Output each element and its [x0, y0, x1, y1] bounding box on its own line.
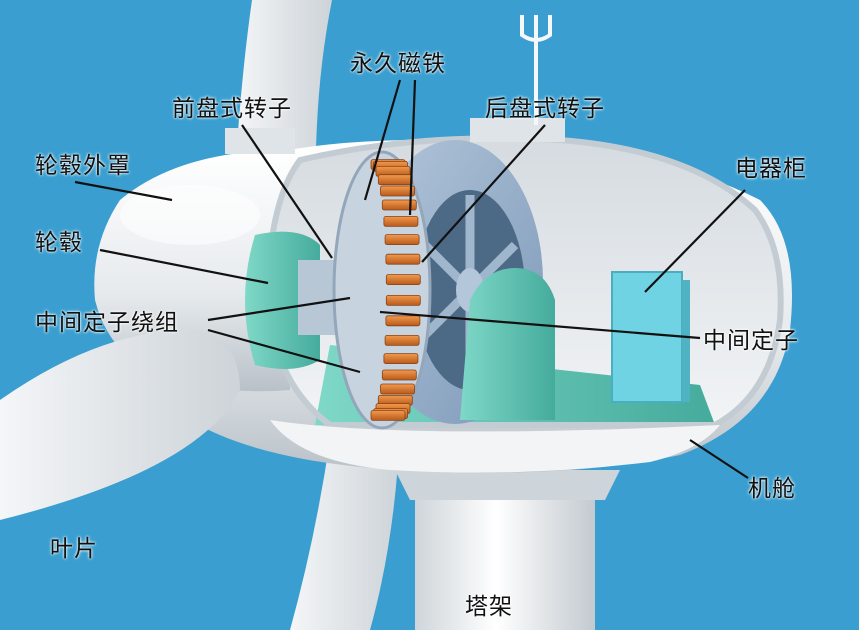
- cutaway-rim: [265, 135, 784, 428]
- winding-coil: [380, 185, 415, 197]
- hub-cover-highlight: [120, 185, 260, 245]
- label-permanent-magnet: 永久磁铁: [350, 51, 446, 77]
- winding-coil: [385, 253, 421, 265]
- winding-coil: [385, 274, 421, 286]
- electrical-cabinet-side: [682, 280, 690, 402]
- winding-coil: [383, 215, 419, 227]
- winding-coil: [383, 353, 419, 365]
- lower-left-blade: [0, 330, 240, 520]
- label-tower: 塔架: [465, 594, 513, 620]
- winding-coil: [370, 409, 406, 421]
- label-hub: 轮毂: [35, 230, 83, 256]
- winding-coil: [381, 199, 417, 211]
- winding-coil: [385, 294, 421, 306]
- label-electrical-cabinet: 电器柜: [735, 156, 807, 182]
- label-blade: 叶片: [50, 536, 98, 562]
- anemometer: [520, 15, 552, 125]
- winding-coil: [381, 369, 417, 381]
- label-hub-cover: 轮毂外罩: [35, 153, 131, 179]
- stator-windings: [370, 159, 421, 421]
- winding-coil: [380, 383, 415, 395]
- tower-collar: [395, 470, 620, 500]
- label-rear-disc-rotor: 后盘式转子: [485, 96, 605, 122]
- electrical-cabinet: [611, 271, 683, 403]
- callout-lines: [74, 79, 749, 479]
- label-nacelle: 机舱: [748, 476, 796, 502]
- lower-right-blade: [290, 430, 400, 630]
- roof-block: [470, 118, 565, 142]
- label-stator-winding: 中间定子绕组: [35, 310, 179, 336]
- winding-coil: [384, 334, 420, 346]
- nacelle-lower-lip: [270, 420, 720, 473]
- winding-coil: [385, 315, 421, 327]
- winding-coil: [377, 174, 413, 186]
- bearing-support: [460, 268, 555, 420]
- winding-coil: [384, 234, 420, 246]
- label-middle-stator: 中间定子: [703, 328, 799, 354]
- upper-blade: [236, 0, 332, 160]
- label-front-disc-rotor: 前盘式转子: [172, 96, 292, 122]
